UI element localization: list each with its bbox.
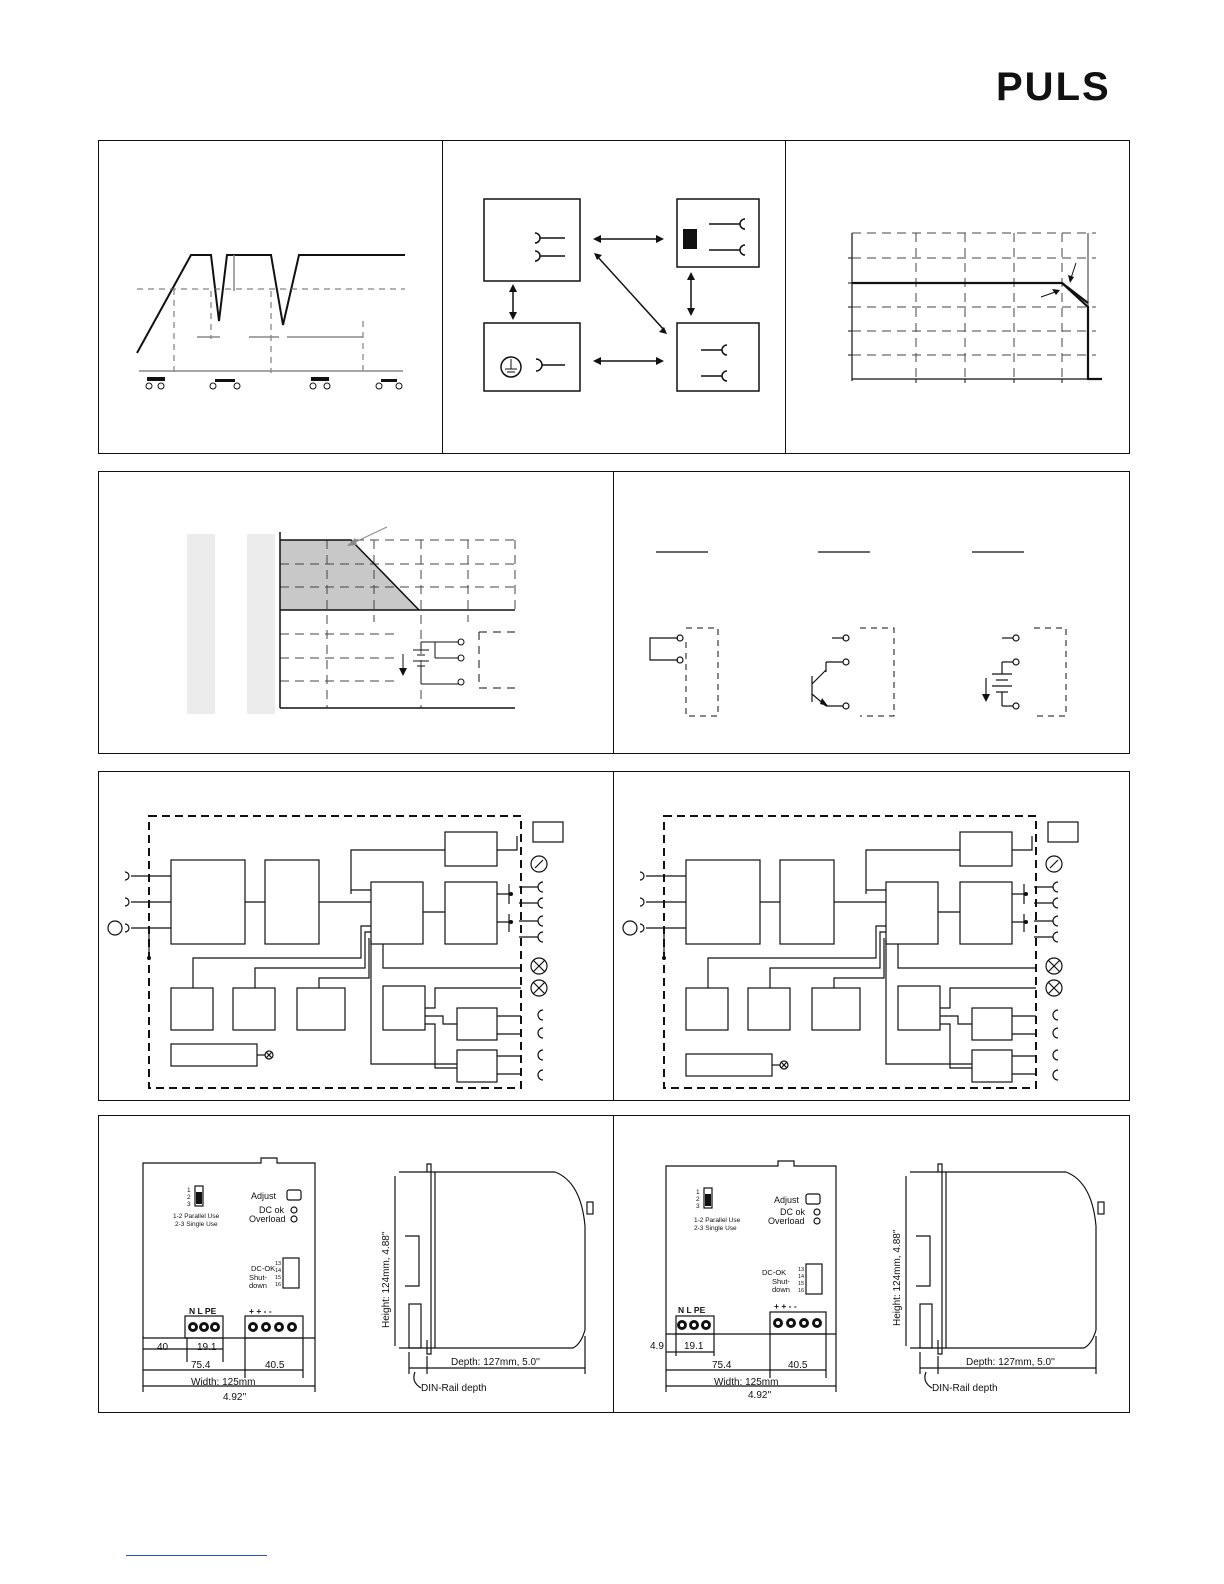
- output-terminal-labels: + + - -: [249, 1306, 272, 1316]
- shutdown-characteristic-chart: [187, 526, 516, 714]
- depth-label: Depth: 127mm, 5.0'': [451, 1357, 540, 1368]
- isolation-diagram: [483, 198, 760, 392]
- panel-output-characteristic: [785, 140, 1130, 454]
- front-view-drawing-2: 1 2 3 1-2 Parallel Use 2-3 Single Use Ad…: [650, 1160, 837, 1401]
- jumper-number: 2: [696, 1196, 700, 1203]
- height-label: Height: 124mm, 4.88'': [381, 1231, 392, 1328]
- panel-dimensions-2: 1 2 3 1-2 Parallel Use 2-3 Single Use Ad…: [613, 1115, 1130, 1413]
- jumper-number: 1: [696, 1189, 700, 1196]
- jumper-note: 2-3 Single Use: [694, 1225, 737, 1232]
- jumper-number: 1: [187, 1187, 191, 1194]
- width-inch-label: 4.92'': [223, 1392, 246, 1403]
- jumper-number: 3: [187, 1201, 191, 1208]
- dimension-label: 40: [157, 1342, 169, 1353]
- puls-logo: PULS: [996, 66, 1111, 106]
- dimension-label: 75.4: [712, 1360, 732, 1371]
- pin-number: 13: [798, 1267, 804, 1273]
- dimension-label: 75.4: [191, 1360, 211, 1371]
- jumper-note: 1-2 Parallel Use: [694, 1217, 741, 1224]
- panel-dimensions-1: 1 2 3 1-2 Parallel Use 2-3 Single Use Ad…: [98, 1115, 614, 1413]
- pin-number: 16: [798, 1288, 804, 1294]
- jumper-number: 2: [187, 1194, 191, 1201]
- dimension-label: 40.5: [265, 1360, 285, 1371]
- dimension-label: 19.1: [197, 1342, 217, 1353]
- jumper-note: 1-2 Parallel Use: [173, 1213, 220, 1220]
- adjust-label: Adjust: [251, 1191, 277, 1201]
- footer-link-underline[interactable]: [126, 1555, 267, 1556]
- jumper-number: 3: [696, 1203, 700, 1210]
- dc-ok-options-diagram: [649, 551, 1067, 717]
- jumper-note: 2-3 Single Use: [175, 1221, 218, 1228]
- logo-text: PULS: [996, 66, 1111, 106]
- panel-shutdown-characteristic: [98, 471, 614, 754]
- dcok-connector-label: DC-OK: [762, 1268, 786, 1277]
- relay-timing-diagram: [136, 254, 405, 390]
- panel-isolation-diagram: [442, 140, 786, 454]
- depth-label: Depth: 127mm, 5.0'': [966, 1357, 1055, 1368]
- output-terminal-labels: + + - -: [774, 1301, 797, 1311]
- block-diagram-1: [107, 815, 564, 1089]
- pin-number: 13: [275, 1261, 281, 1267]
- pin-number: 15: [798, 1281, 804, 1287]
- side-view-drawing-2: Height: 124mm, 4.88'' Depth: 127mm, 5.0'…: [892, 1163, 1105, 1394]
- adjust-label: Adjust: [774, 1195, 800, 1205]
- shutdown-label: Shut-: [249, 1273, 267, 1282]
- pin-number: 15: [275, 1275, 281, 1281]
- width-label: Width: 125mm: [191, 1377, 255, 1388]
- shutdown-label: Shut-: [772, 1277, 790, 1286]
- panel-block-diagram-2: [613, 771, 1130, 1101]
- front-view-drawing-1: 1 2 3 1-2 Parallel Use 2-3 Single Use Ad…: [142, 1157, 316, 1403]
- dimension-label: 4.9: [650, 1341, 664, 1352]
- dimension-label: 19.1: [684, 1341, 704, 1352]
- panel-dc-ok-options: [613, 471, 1130, 754]
- input-terminal-labels: N L PE: [189, 1306, 217, 1316]
- dimension-label: 40.5: [788, 1360, 808, 1371]
- height-label: Height: 124mm, 4.88'': [892, 1229, 903, 1326]
- side-view-drawing-1: Height: 124mm, 4.88'' Depth: 127mm, 5.0'…: [381, 1163, 594, 1394]
- pin-number: 16: [275, 1282, 281, 1288]
- pin-number: 14: [798, 1274, 804, 1280]
- pin-number: 14: [275, 1268, 281, 1274]
- output-characteristic-chart: [848, 232, 1102, 383]
- overload-label: Overload: [768, 1216, 805, 1226]
- panel-block-diagram-1: [98, 771, 614, 1101]
- dc-ok-label: DC ok: [259, 1205, 285, 1215]
- input-terminal-labels: N L PE: [678, 1305, 706, 1315]
- block-diagram-2: [622, 815, 1079, 1089]
- panel-dc-ok-relay-timing: [98, 140, 443, 454]
- shutdown-label: down: [772, 1285, 790, 1294]
- width-inch-label: 4.92'': [748, 1390, 771, 1401]
- width-label: Width: 125mm: [714, 1377, 778, 1388]
- din-rail-label: DIN-Rail depth: [421, 1383, 487, 1394]
- shutdown-label: down: [249, 1281, 267, 1290]
- din-rail-label: DIN-Rail depth: [932, 1383, 998, 1394]
- overload-label: Overload: [249, 1214, 286, 1224]
- dcok-connector-label: DC-OK: [251, 1264, 275, 1273]
- dc-ok-label: DC ok: [780, 1207, 806, 1217]
